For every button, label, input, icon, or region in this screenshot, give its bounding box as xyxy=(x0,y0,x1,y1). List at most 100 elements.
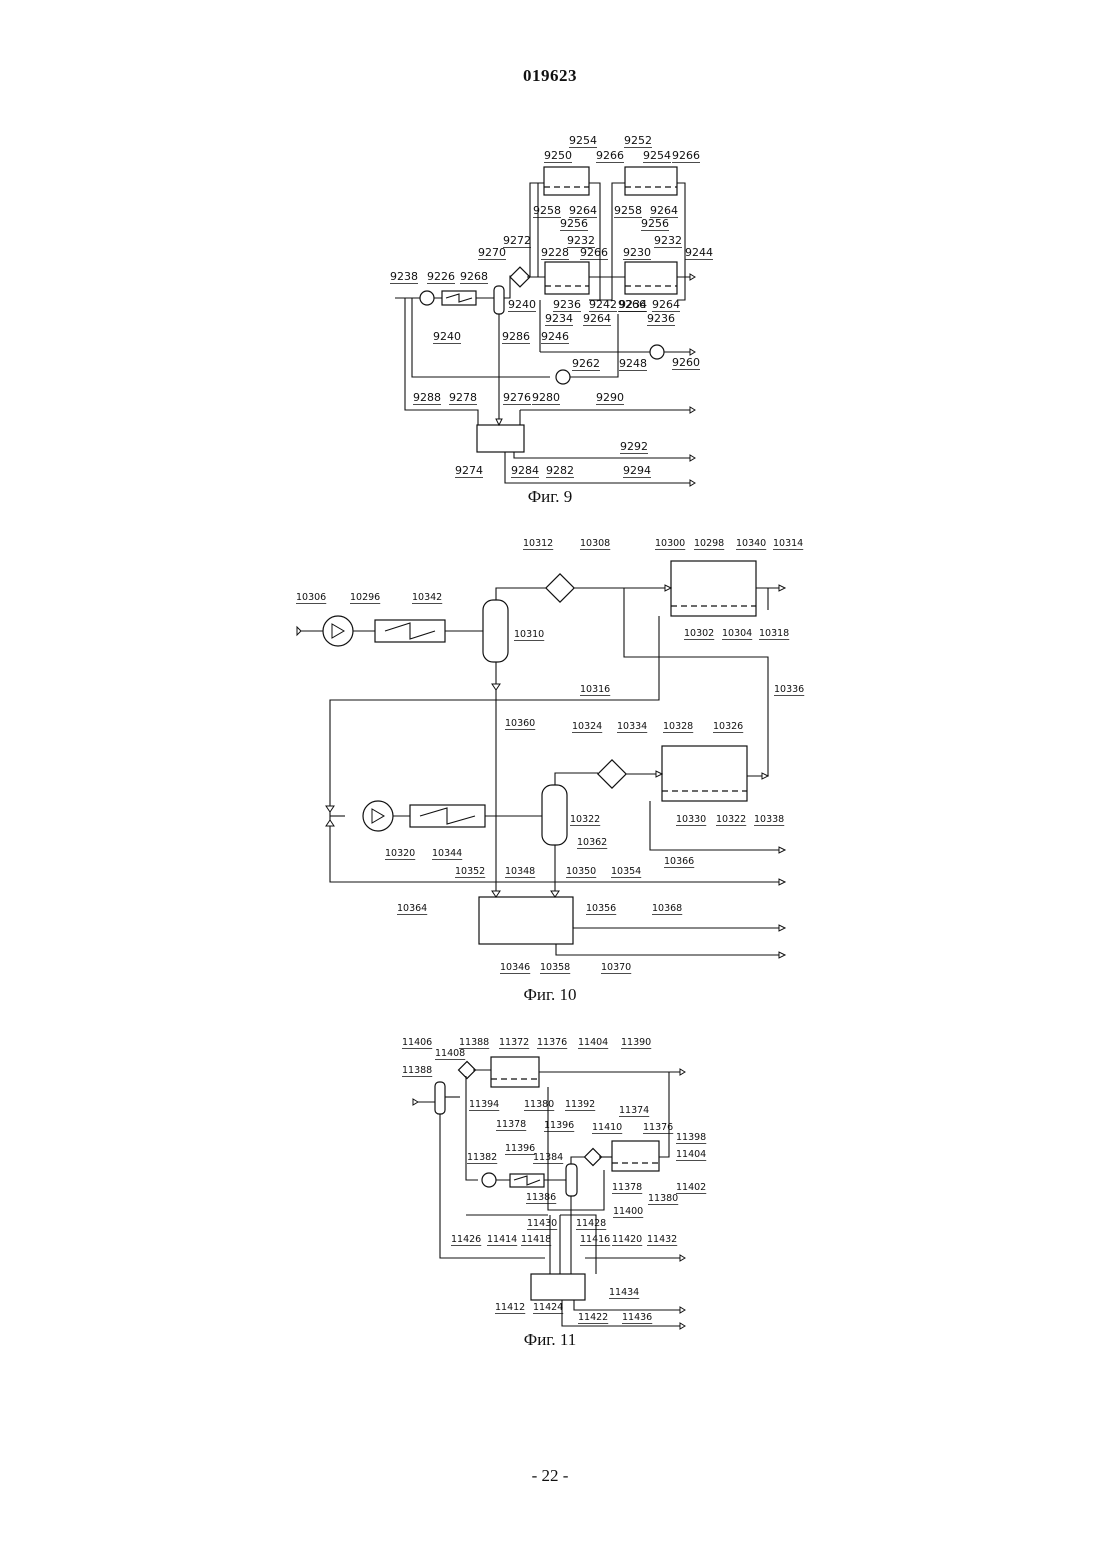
label: 9266 xyxy=(596,149,624,162)
label: 11430 xyxy=(527,1218,557,1229)
label: 10364 xyxy=(397,903,427,914)
label: 11418 xyxy=(521,1234,551,1245)
label: 11404 xyxy=(676,1149,706,1160)
reactor-9252 xyxy=(625,167,677,195)
label: 9262 xyxy=(572,357,600,370)
label: 9264 xyxy=(583,312,611,325)
label: 11416 xyxy=(580,1234,610,1245)
heat-exchanger-11408 xyxy=(459,1062,476,1079)
label: 11388 xyxy=(402,1065,432,1076)
label: 9244 xyxy=(685,246,713,259)
label: 11434 xyxy=(609,1287,639,1298)
label: 11420 xyxy=(612,1234,642,1245)
pump-11382 xyxy=(482,1173,496,1187)
label: 10302 xyxy=(684,628,714,639)
label: 9288 xyxy=(413,391,441,404)
label: 11422 xyxy=(578,1312,608,1323)
separator-10346 xyxy=(479,897,573,944)
label: 9240 xyxy=(433,330,461,343)
label: 10316 xyxy=(580,684,610,695)
label: 9246 xyxy=(541,330,569,343)
label: 9270 xyxy=(478,246,506,259)
label: 11378 xyxy=(612,1182,642,1193)
label: 10342 xyxy=(412,592,442,603)
label: 11408 xyxy=(435,1048,465,1059)
label: 10354 xyxy=(611,866,641,877)
label: 9266 xyxy=(672,149,700,162)
label: 9282 xyxy=(546,464,574,477)
label: 10314 xyxy=(773,538,803,549)
label: 10352 xyxy=(455,866,485,877)
label: 9228 xyxy=(541,246,569,259)
label: 10310 xyxy=(514,629,544,640)
label: 11382 xyxy=(467,1152,497,1163)
figure-9-caption: Фиг. 9 xyxy=(528,487,573,506)
label: 11436 xyxy=(622,1312,652,1323)
label: 9284 xyxy=(511,464,539,477)
label: 10322 xyxy=(570,814,600,825)
label: 10370 xyxy=(601,962,631,973)
label: 9252 xyxy=(624,134,652,147)
label: 10308 xyxy=(580,538,610,549)
label: 11424 xyxy=(533,1302,563,1313)
separator-11388 xyxy=(435,1082,445,1114)
label: 11426 xyxy=(451,1234,481,1245)
label: 9274 xyxy=(455,464,483,477)
reactor-9228 xyxy=(545,262,589,294)
label: 9286 xyxy=(502,330,530,343)
label: 9226 xyxy=(427,270,455,283)
label: 11406 xyxy=(402,1037,432,1048)
label: 9236 xyxy=(647,312,675,325)
label: 9258 xyxy=(533,204,561,217)
label: 11378 xyxy=(496,1119,526,1130)
label: 9234 xyxy=(545,312,573,325)
label: 10366 xyxy=(664,856,694,867)
reactor-11374 xyxy=(612,1141,659,1171)
label: 10360 xyxy=(505,718,535,729)
separator-10322 xyxy=(542,785,567,845)
heat-exchanger-10324 xyxy=(598,760,626,788)
label: 10340 xyxy=(736,538,766,549)
label: 9256 xyxy=(641,217,669,230)
pump-9226 xyxy=(420,291,434,305)
label: 10348 xyxy=(505,866,535,877)
label: 9264 xyxy=(652,298,680,311)
label: 9272 xyxy=(503,234,531,247)
label: 9248 xyxy=(619,357,647,370)
heat-exchanger-11410 xyxy=(585,1149,602,1166)
page-number: - 22 - xyxy=(0,1466,1100,1486)
label: 9258 xyxy=(614,204,642,217)
label: 10350 xyxy=(566,866,596,877)
label: 11376 xyxy=(643,1122,673,1133)
separator-9270 xyxy=(494,286,504,314)
label: 9256 xyxy=(560,217,588,230)
figure-10-diagram: 10312 10308 10300 10298 10340 10314 1030… xyxy=(0,525,1100,1015)
label: 10296 xyxy=(350,592,380,603)
reactor-10326 xyxy=(662,746,747,801)
label: 9290 xyxy=(596,391,624,404)
reactor-11372 xyxy=(491,1057,539,1087)
label: 11400 xyxy=(613,1206,643,1217)
label: 9234 xyxy=(619,298,647,311)
label: 9238 xyxy=(390,270,418,283)
label: 10326 xyxy=(713,721,743,732)
label: 11388 xyxy=(459,1037,489,1048)
label: 11428 xyxy=(576,1218,606,1229)
label: 10356 xyxy=(586,903,616,914)
label: 11380 xyxy=(524,1099,554,1110)
label: 10298 xyxy=(694,538,724,549)
label: 9292 xyxy=(620,440,648,453)
label: 9254 xyxy=(643,149,671,162)
label: 10358 xyxy=(540,962,570,973)
label: 10368 xyxy=(652,903,682,914)
label: 9240 xyxy=(508,298,536,311)
separator-10310 xyxy=(483,600,508,662)
label: 10300 xyxy=(655,538,685,549)
label: 11394 xyxy=(469,1099,499,1110)
label: 9280 xyxy=(532,391,560,404)
label: 9250 xyxy=(544,149,572,162)
label: 9294 xyxy=(623,464,651,477)
label: 10362 xyxy=(577,837,607,848)
separator-11412 xyxy=(531,1274,585,1300)
label: 11396 xyxy=(505,1143,535,1154)
